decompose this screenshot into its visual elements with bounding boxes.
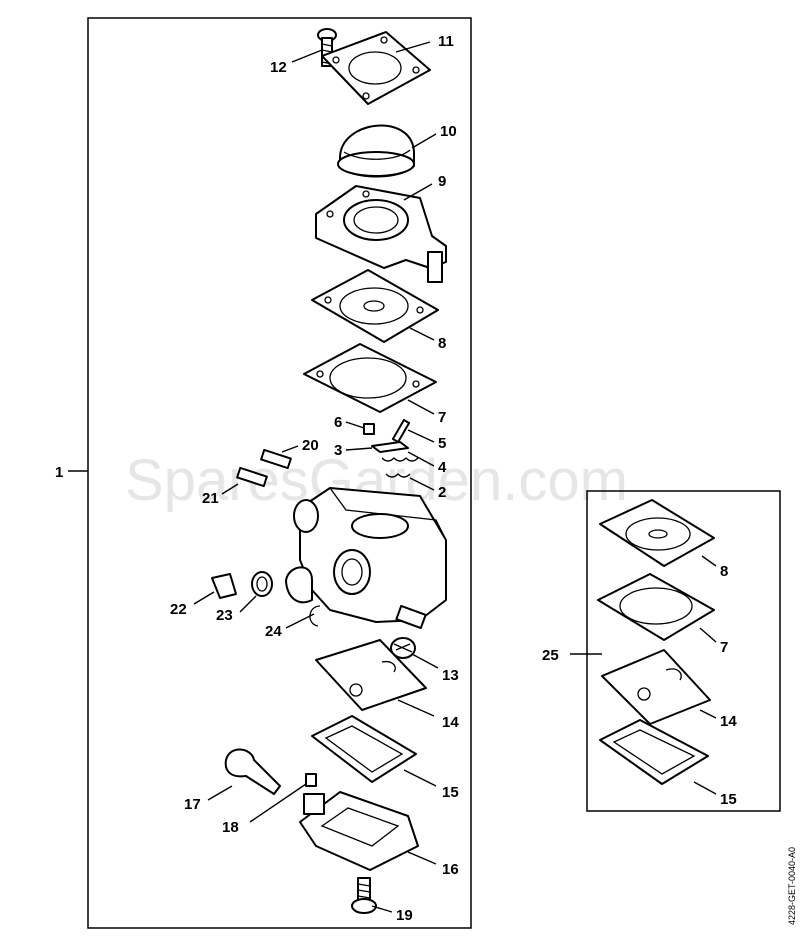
callout-5: 5 — [438, 435, 446, 452]
callout-1: 1 — [55, 464, 63, 481]
callout-20: 20 — [302, 437, 319, 454]
callout-7: 7 — [438, 409, 446, 426]
kit-gasket-15 — [599, 719, 709, 785]
callout-17: 17 — [184, 796, 201, 813]
gasket-11 — [321, 31, 431, 105]
callout-18: 18 — [222, 819, 239, 836]
screw-19 — [351, 877, 377, 914]
callout-14: 14 — [442, 714, 459, 731]
callout-12: 12 — [270, 59, 287, 76]
assembly-frame — [87, 17, 472, 929]
callout-2: 2 — [438, 484, 446, 501]
callout-11: 11 — [438, 33, 454, 50]
callout-15: 15 — [442, 784, 459, 801]
callout-19: 19 — [396, 907, 413, 924]
callout-4: 4 — [438, 459, 447, 476]
callout-10: 10 — [440, 123, 457, 140]
parts-22-24 — [211, 571, 321, 627]
diaphragm-8 — [311, 269, 439, 343]
callout-8: 8 — [438, 335, 446, 352]
callout-25: 25 — [542, 647, 559, 664]
kit-diaphragm-8 — [599, 499, 715, 567]
leader-lines — [68, 41, 717, 913]
gasket-15 — [311, 715, 417, 783]
callout-24: 24 — [265, 623, 282, 640]
pump-cover-16 — [299, 791, 419, 871]
callout-16: 16 — [442, 861, 459, 878]
carburetor-body — [285, 487, 447, 630]
small-parts-2-6 — [363, 418, 419, 478]
callout-23: 23 — [216, 607, 233, 624]
callout-3: 3 — [334, 442, 342, 459]
screw-12 — [317, 28, 337, 67]
kit-callout-15: 15 — [720, 791, 737, 808]
primer-bulb-10 — [337, 124, 415, 178]
parts-17-18 — [224, 748, 317, 795]
kit-callout-14: 14 — [720, 713, 737, 730]
screen-13 — [390, 637, 416, 659]
callout-13: 13 — [442, 667, 459, 684]
callout-22: 22 — [170, 601, 187, 618]
kit-gasket-7 — [597, 573, 715, 641]
gasket-7 — [303, 343, 437, 413]
kit-callout-8: 8 — [720, 563, 728, 580]
callout-21: 21 — [202, 490, 219, 507]
drawing-code: 4228-GET-0040-A0 — [787, 847, 797, 925]
primer-housing-9 — [315, 185, 447, 283]
diaphragm-14 — [315, 639, 427, 711]
adjust-screws-20-21 — [236, 448, 292, 488]
kit-diaphragm-14 — [601, 649, 711, 725]
callout-9: 9 — [438, 173, 446, 190]
kit-callout-7: 7 — [720, 639, 728, 656]
repair-kit-frame — [586, 490, 781, 812]
callout-6: 6 — [334, 414, 342, 431]
